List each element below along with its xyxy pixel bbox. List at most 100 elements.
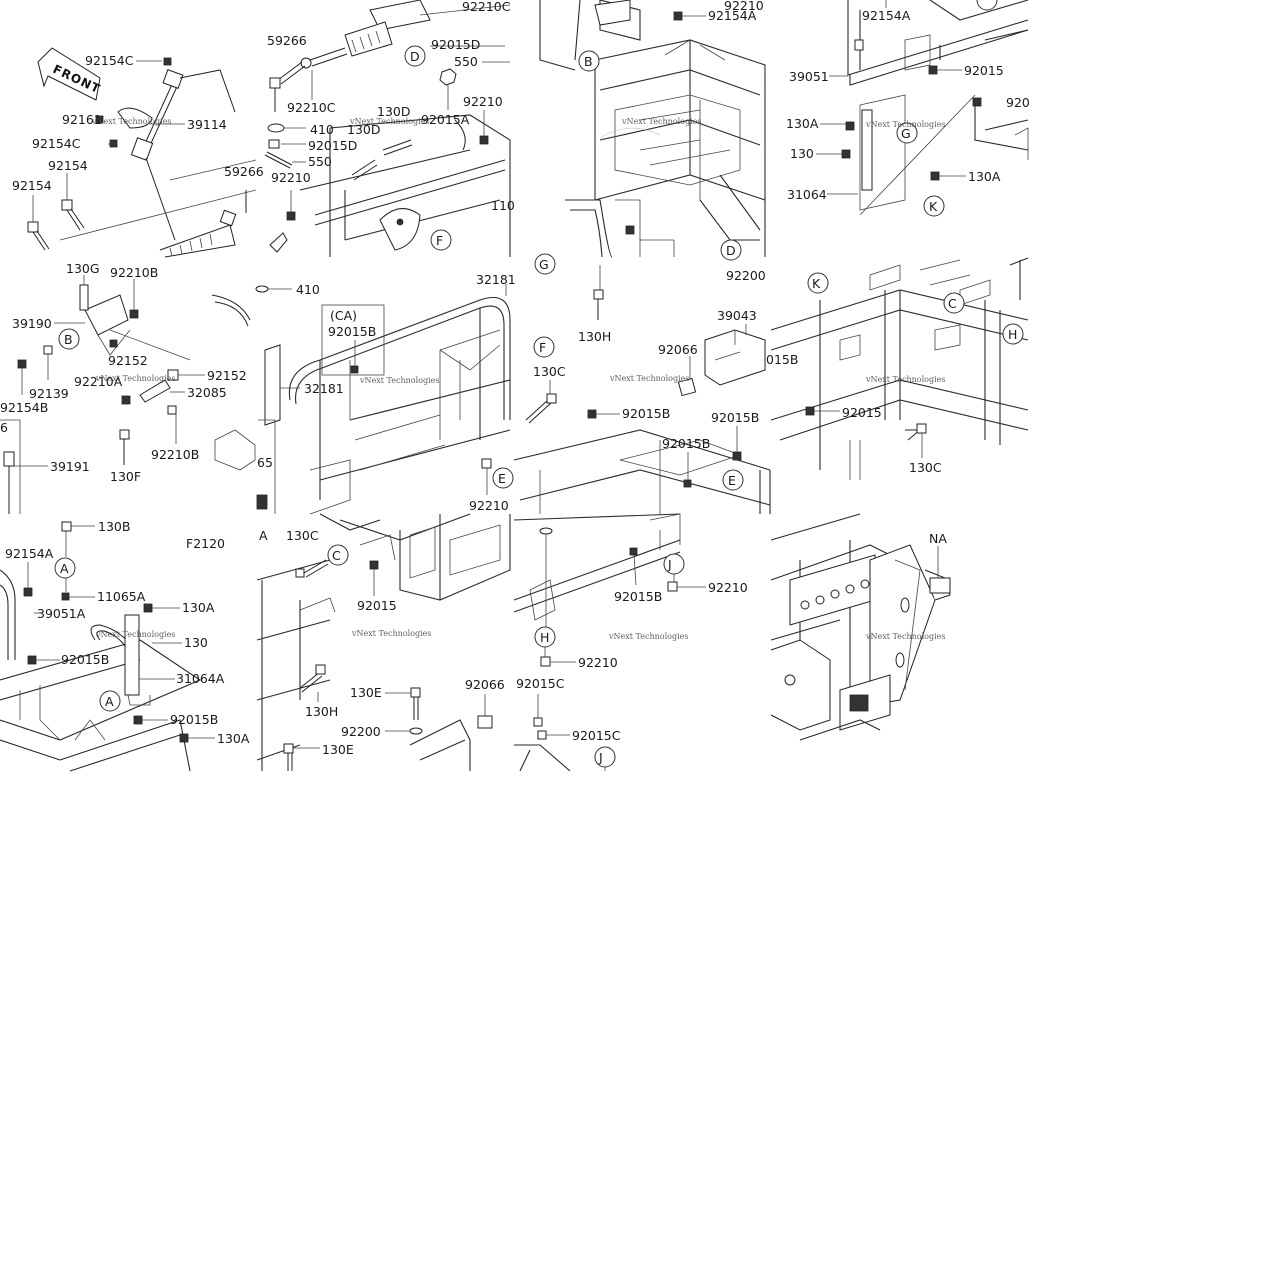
part-label: 11065A (97, 589, 146, 604)
part-label: 32181 (476, 272, 516, 287)
ref-circle-A: A (105, 694, 114, 709)
tile-shift-bracket: B 130G 92210B 39190 92152 92152 92210A 9… (0, 261, 256, 514)
callout-box-heading: (CA) (330, 308, 357, 323)
part-label: 92210 (724, 0, 764, 13)
watermark: vNext Technologies (95, 374, 175, 383)
part-label: 39114 (187, 117, 227, 132)
part-label: 92154C (85, 53, 134, 68)
part-label: 92210 (469, 498, 509, 513)
ref-circle-C: C (332, 548, 341, 563)
part-label: 31064A (176, 671, 225, 686)
part-label: 130A (786, 116, 819, 131)
part-label: 39051A (37, 606, 86, 621)
part-label: 92210 (463, 94, 503, 109)
ref-circle-K: K (929, 199, 938, 214)
part-label: 6 (0, 420, 8, 435)
part-label: 550 (454, 54, 478, 69)
part-label: 130D (377, 104, 410, 119)
part-label: 920 (1006, 95, 1030, 110)
part-label: 92015 (842, 405, 882, 420)
part-label: 130C (909, 460, 942, 475)
figure-code: F2120 (186, 536, 225, 551)
part-label: 130C (533, 364, 566, 379)
watermark: vNext Technologies (865, 120, 945, 129)
part-label: 130B (98, 519, 130, 534)
watermark: vNext Technologies (621, 117, 701, 126)
ref-circle-F: F (539, 340, 546, 355)
tile-steering-rack: D F 92210C 59266 92015D 550 92210C 410 1… (264, 0, 515, 257)
part-label: 92015B (614, 589, 662, 604)
tile-front-frame: B D 92154A 92210 92200 vNext Technologie… (539, 0, 766, 283)
ref-circle-E: E (728, 473, 736, 488)
tile-bed-frame: K C H 92015 130C vNext Technologies (770, 257, 1029, 480)
part-label: 92015 (357, 598, 397, 613)
part-label: 92154C (32, 136, 81, 151)
part-label: 130A (217, 731, 250, 746)
part-label: 130H (305, 704, 338, 719)
ref-circle-D: D (410, 49, 420, 64)
part-label: 92015B (61, 652, 109, 667)
part-label: 92210 (271, 170, 311, 185)
tile-rear-hitch: NA vNext Technologies (770, 513, 951, 741)
part-label: 32181 (304, 381, 344, 396)
part-label: 92152 (108, 353, 148, 368)
part-label: 410 (310, 122, 334, 137)
part-label: 92200 (726, 268, 766, 283)
part-label: 92161 (62, 112, 102, 127)
part-label: 92210A (74, 374, 123, 389)
tile-center-frame: C A 130C 92015 130H 130E 92066 92200 130… (256, 513, 511, 771)
part-label: 92210C (462, 0, 511, 14)
watermark: vNext Technologies (359, 376, 439, 385)
watermark: vNext Technologies (91, 117, 171, 126)
part-label: 65 (257, 455, 273, 470)
ref-circle-H: J (667, 557, 672, 572)
part-label: 130A (182, 600, 215, 615)
watermark: vNext Technologies (865, 632, 945, 641)
part-label: 92210 (578, 655, 618, 670)
part-label: 130 (184, 635, 208, 650)
ref-circle-A: A (60, 561, 69, 576)
part-label: 31064 (787, 187, 827, 202)
part-label: 130E (322, 742, 354, 757)
part-label: 92154A (862, 8, 911, 23)
part-label: 110 (491, 198, 515, 213)
part-label: 92015B (622, 406, 670, 421)
ref-circle-K: K (812, 276, 821, 291)
ref-circle-C: C (948, 296, 957, 311)
watermark: vNext Technologies (349, 117, 429, 126)
part-label: 92154 (12, 178, 52, 193)
part-label: 92015 (964, 63, 1004, 78)
part-label: 92015C (516, 676, 565, 691)
part-label: 130G (66, 261, 100, 276)
callout-box-part: 92015B (328, 324, 376, 339)
part-label: 92154A (708, 8, 757, 23)
part-label: 410 (296, 282, 320, 297)
watermark: vNext Technologies (95, 630, 175, 639)
ref-circle-B: B (64, 332, 73, 347)
ref-circle-G: G (539, 257, 549, 272)
part-label: 59266 (267, 33, 307, 48)
tile-steering-shaft: FRONT 92154C 92161 39114 92154C (12, 47, 264, 258)
part-label: 550 (308, 154, 332, 169)
tile-cross-member: J H J 92015B 92210 92210 92015C 92015C v… (513, 513, 748, 772)
part-label: NA (929, 531, 947, 546)
part-label: 92015D (431, 37, 480, 52)
ref-circle-E: E (498, 471, 506, 486)
tile-side-guard: A A F2120 130B 92154A 11065A 39051A 130A (0, 519, 250, 772)
tile-roll-cage-frame: (CA) 92015B F E 410 32181 32181 130C 922… (255, 272, 566, 515)
part-label: 130E (350, 685, 382, 700)
part-label: 130 (790, 146, 814, 161)
tile-floor-frame: E G 130H 39043 92066 015B 92015B 92015B … (513, 253, 798, 514)
ref-circle-J: H (1008, 327, 1017, 342)
part-label: 92066 (658, 342, 698, 357)
part-label: 92154A (5, 546, 54, 561)
part-label: 92015D (308, 138, 357, 153)
part-label: 39191 (50, 459, 90, 474)
part-label: 39051 (789, 69, 829, 84)
watermark: vNext Technologies (608, 632, 688, 641)
part-label: 92015B (662, 436, 710, 451)
part-label: 39043 (717, 308, 757, 323)
part-label: 130C (286, 528, 319, 543)
